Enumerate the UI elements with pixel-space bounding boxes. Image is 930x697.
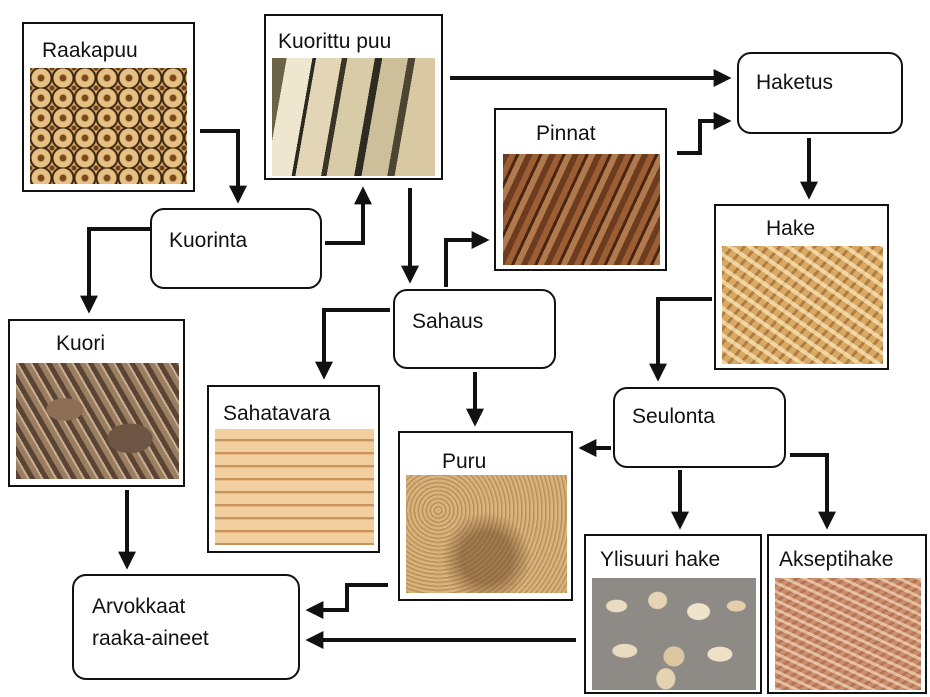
edge-sahaus-pinnat	[446, 240, 486, 287]
edge-seulonta-akseptihake	[790, 455, 827, 526]
edge-kuorinta-kuorittu-puu	[325, 190, 363, 243]
edge-hake-seulonta	[658, 299, 712, 378]
edge-raakapuu-kuorinta	[200, 131, 238, 200]
edge-sahaus-sahatavara	[324, 310, 390, 376]
edge-pinnat-haketus	[677, 121, 728, 153]
edge-kuorinta-kuori	[89, 229, 150, 310]
edge-puru-arvokkaat	[309, 585, 388, 610]
